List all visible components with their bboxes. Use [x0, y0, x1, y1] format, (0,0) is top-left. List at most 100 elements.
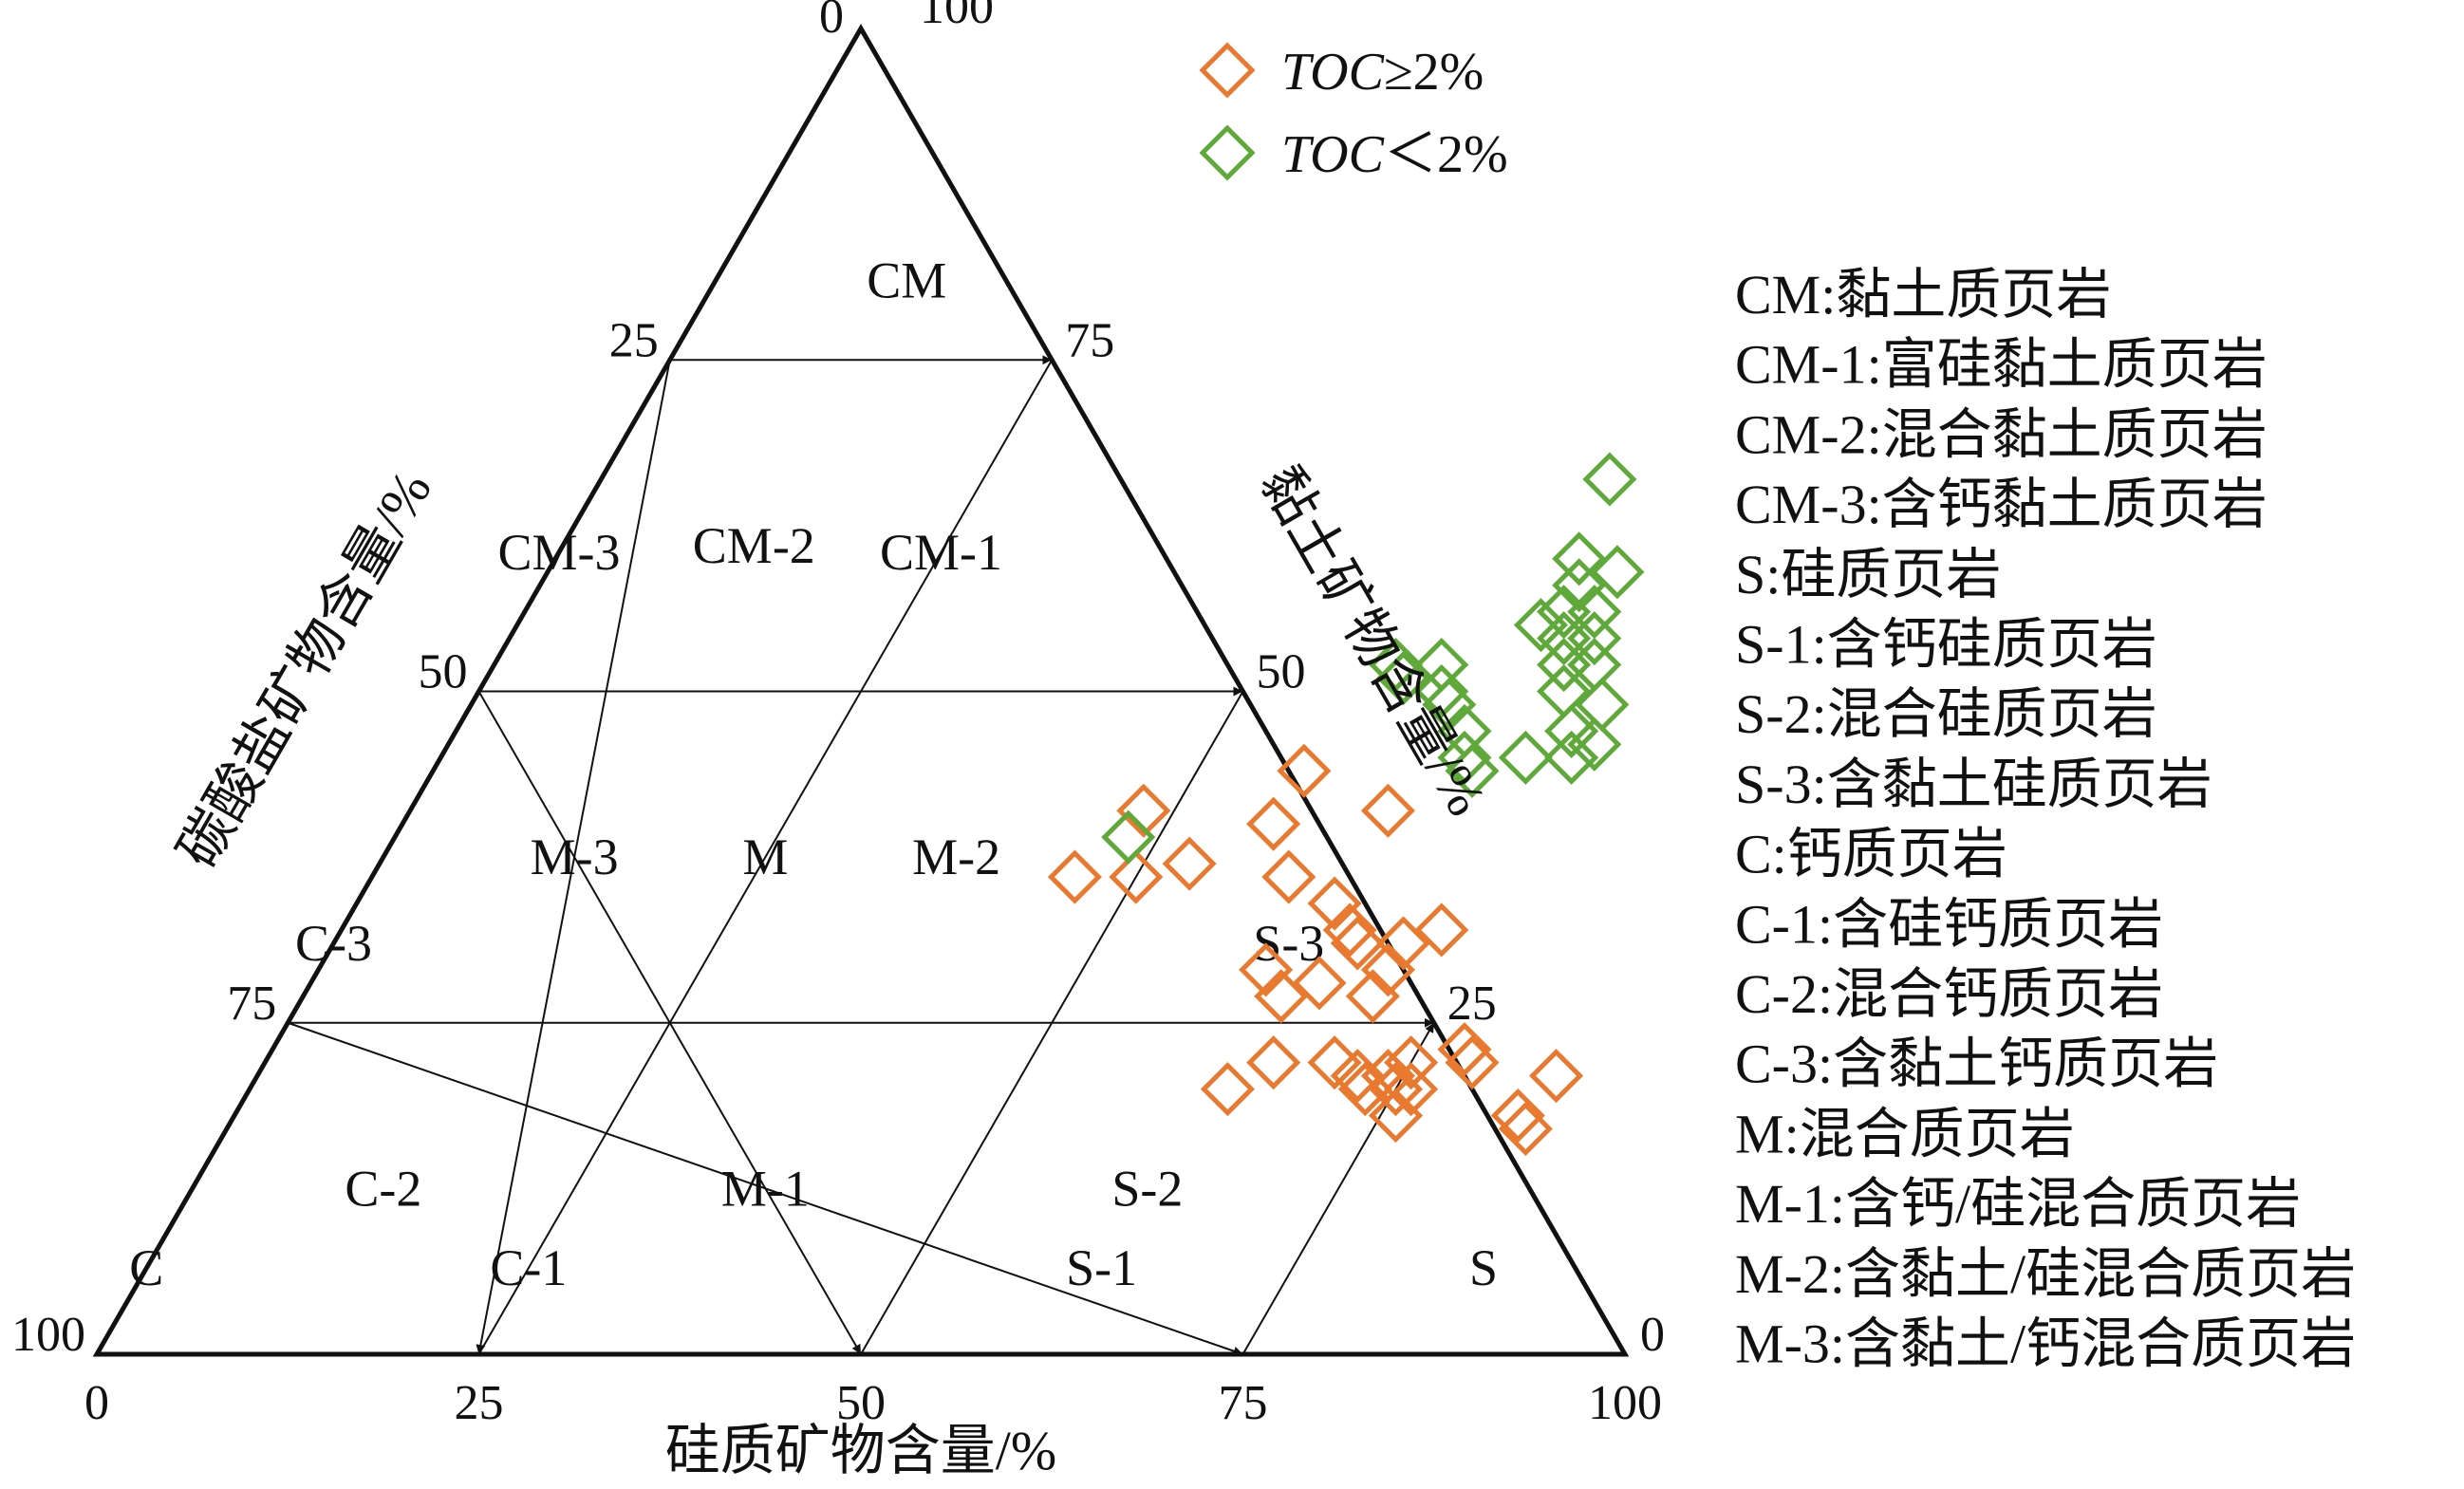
triangle-outline — [92, 23, 1630, 1357]
toc-low-point — [1101, 810, 1156, 865]
toc-low-point — [1414, 663, 1469, 719]
toc-high-point — [1368, 1089, 1424, 1144]
toc-high-point — [1047, 849, 1102, 904]
region-label: C — [129, 1239, 163, 1296]
note-line: M-3:含黏土/钙混合质页岩 — [1735, 1313, 2356, 1375]
note-line: M-2:含黏土/硅混合质页岩 — [1735, 1243, 2356, 1305]
region-label: M — [742, 828, 788, 885]
note-line: M:混合质页岩 — [1735, 1103, 2075, 1164]
left-tick: 0 — [819, 0, 844, 44]
left-tick: 75 — [227, 977, 276, 1031]
toc-high-point — [1254, 969, 1309, 1024]
toc-high-point — [1261, 849, 1316, 904]
toc-high-point — [1445, 1035, 1500, 1090]
toc-low-point — [1498, 730, 1553, 785]
toc-high-point — [1498, 1101, 1553, 1157]
toc-low-point — [1590, 545, 1645, 600]
classification-notes: CM:黏土质页岩CM-1:富硅黏土质页岩CM-2:混合黏土质页岩CM-3:含钙黏… — [1735, 264, 2356, 1375]
toc-high-point — [1345, 969, 1400, 1024]
silica-25-line — [477, 359, 1054, 1355]
toc-low-point — [1445, 743, 1500, 798]
region-label: CM-3 — [498, 524, 621, 581]
x-tick: 0 — [84, 1376, 109, 1430]
region-label: C-1 — [490, 1239, 567, 1296]
toc-high-point — [1307, 876, 1362, 931]
toc-high-point — [1437, 1022, 1492, 1077]
region-label: S — [1469, 1239, 1498, 1296]
region-label: CM-2 — [693, 517, 815, 574]
left-axis-title: 碳酸盐矿物含量/% — [166, 460, 443, 878]
classification-lines — [287, 355, 1435, 1356]
note-line: S-3:含黏土硅质页岩 — [1735, 754, 2212, 815]
note-line: S:硅质页岩 — [1735, 544, 2001, 605]
toc-low-point — [1437, 730, 1492, 785]
region-label: M-1 — [721, 1160, 810, 1217]
legend: TOC≥2% TOC＜2% — [1199, 42, 1508, 184]
note-line: C-1:含硅钙质页岩 — [1735, 893, 2163, 955]
left-tick: 25 — [609, 313, 659, 367]
region-label: CM — [867, 251, 946, 308]
data-points — [1047, 452, 1645, 1157]
toc-high-point — [1246, 1035, 1301, 1090]
right-tick: 75 — [1065, 313, 1114, 367]
region-label: M-2 — [912, 828, 1000, 885]
toc-low-point — [1567, 585, 1622, 640]
note-line: S-1:含钙硅质页岩 — [1735, 614, 2157, 676]
toc-high-point — [1384, 1035, 1439, 1090]
right-tick: 25 — [1447, 977, 1497, 1031]
region-labels: CM CM-1 CM-2 CM-3M M-1 M-2 M-3C C-1 C-2 C-3S S-1 S-… — [129, 251, 1498, 1296]
region-label: C-3 — [295, 915, 372, 972]
legend-label: TOC＜2% — [1281, 125, 1508, 184]
note-line: S-2:混合硅质页岩 — [1735, 683, 2157, 745]
legend-marker — [1199, 42, 1256, 99]
region-label: M-3 — [531, 828, 619, 885]
note-line: CM-2:混合黏土质页岩 — [1735, 403, 2268, 465]
toc-high-point — [1307, 1035, 1362, 1090]
region-label: C-2 — [345, 1160, 421, 1217]
left-tick: 50 — [419, 645, 468, 699]
toc-high-point — [1376, 916, 1431, 971]
note-line: CM:黏土质页岩 — [1735, 264, 2111, 326]
note-line: M-1:含钙/硅混合质页岩 — [1735, 1173, 2301, 1235]
carbonate-25-line — [287, 1021, 1243, 1356]
region-label: S-1 — [1066, 1239, 1137, 1296]
legend-marker — [1199, 124, 1256, 181]
toc-high-point — [1109, 849, 1164, 904]
toc-high-point — [1162, 836, 1217, 891]
x-axis-title: 硅质矿物含量/% — [665, 1420, 1056, 1481]
toc-high-point — [1200, 1062, 1255, 1117]
toc-high-point — [1360, 783, 1415, 838]
toc-high-point — [1239, 942, 1294, 997]
x-tick: 25 — [455, 1376, 504, 1430]
region-label: S-3 — [1253, 915, 1324, 972]
toc-low-point — [1552, 531, 1607, 586]
right-tick: 0 — [1640, 1308, 1665, 1362]
toc-low-point — [1552, 558, 1607, 613]
toc-low-point — [1544, 730, 1599, 785]
triangle-frame — [92, 23, 1630, 1357]
toc-high-point — [1246, 796, 1301, 851]
x-tick: 50 — [836, 1376, 886, 1430]
note-line: C-2:混合钙质页岩 — [1735, 963, 2163, 1025]
right-tick: 100 — [920, 0, 994, 34]
note-line: C-3:含黏土钙质页岩 — [1735, 1033, 2218, 1095]
toc-high-point — [1490, 1089, 1545, 1144]
toc-high-point — [1384, 1062, 1439, 1117]
x-tick: 75 — [1219, 1376, 1268, 1430]
toc-high-point — [1330, 916, 1385, 971]
toc-low-point — [1513, 598, 1568, 653]
toc-high-point — [1116, 783, 1171, 838]
right-tick: 50 — [1257, 645, 1306, 699]
left-tick: 100 — [11, 1308, 85, 1362]
toc-high-point — [1368, 1062, 1424, 1117]
region-label: CM-1 — [880, 524, 1002, 581]
toc-low-point — [1582, 452, 1637, 507]
toc-high-point — [1277, 743, 1332, 798]
toc-high-point — [1414, 903, 1469, 958]
legend-label: TOC≥2% — [1281, 43, 1484, 102]
toc-low-point — [1376, 650, 1431, 706]
toc-low-point — [1567, 611, 1622, 666]
toc-low-point — [1368, 638, 1424, 693]
region-label: S-2 — [1111, 1160, 1183, 1217]
